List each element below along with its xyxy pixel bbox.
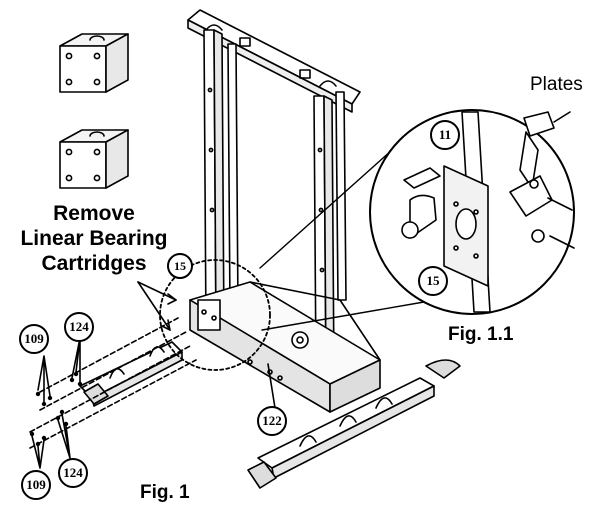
tower-frame [187,9,381,413]
callout-122: 122 [257,406,287,436]
instruction-line-2: Linear Bearing [20,227,168,250]
instruction-line-1: Remove [53,202,135,225]
figure-caption-main: Fig. 1 [140,482,190,503]
foot-rail-front [247,359,461,489]
plates-label: Plates [530,74,583,95]
callout-124-bottom: 124 [58,458,88,488]
callout-124-top: 124 [64,312,94,342]
callout-15-main: 15 [167,253,193,279]
figure-caption-detail: Fig. 1.1 [448,324,514,345]
callout-109-top: 109 [19,324,49,354]
instruction-text: Remove Linear Bearing Cartridges [6,201,182,276]
detail-contents [401,111,575,313]
callout-11: 11 [430,120,460,150]
bearing-cartridge-2 [59,129,129,189]
hardware-bolts [29,371,83,447]
instruction-line-3: Cartridges [41,252,147,275]
callout-15-detail: 15 [418,266,448,296]
bearing-cartridge-1 [59,33,129,93]
callout-109-bottom: 109 [21,470,51,500]
